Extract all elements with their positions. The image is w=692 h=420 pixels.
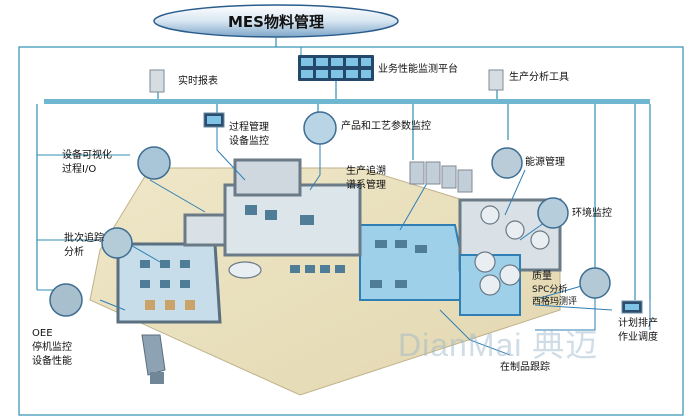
label-equipment-monitor: 设备监控 xyxy=(229,136,269,147)
trace-cabinets xyxy=(409,161,473,193)
room-top-left xyxy=(183,213,227,247)
label-downtime-monitor: 停机监控 xyxy=(32,342,72,353)
watermark: DianMai 典迈 xyxy=(398,327,599,363)
photo-quality xyxy=(579,267,611,299)
label-realtime-report: 实时报表 xyxy=(178,76,218,87)
photo-environment xyxy=(537,197,569,229)
label-process-io: 过程I/O xyxy=(62,164,97,175)
label-plan-scheduling: 计划排产 xyxy=(618,318,658,329)
room-quality xyxy=(359,224,472,301)
label-genealogy-management: 谱系管理 xyxy=(346,180,386,191)
label-business-monitor: 业务性能监测平台 xyxy=(378,64,458,75)
outer-frame xyxy=(18,46,684,416)
label-six-sigma: 西格玛测评 xyxy=(532,297,578,307)
network-bus xyxy=(44,99,650,104)
equipment-group xyxy=(140,205,427,288)
label-work-dispatch: 作业调度 xyxy=(618,332,658,343)
monitor-wall-icon xyxy=(298,55,374,81)
label-batch-trace: 批次追踪 xyxy=(64,233,104,244)
label-quality: 质量 xyxy=(532,271,552,282)
crates-group xyxy=(145,300,195,310)
room-top xyxy=(233,158,302,197)
label-product-process-params: 产品和工艺参数监控 xyxy=(341,121,431,132)
truck xyxy=(141,334,166,376)
label-production-analysis: 生产分析工具 xyxy=(509,72,569,83)
label-oee: OEE xyxy=(32,328,53,339)
label-spc-analysis: SPC分析 xyxy=(532,285,568,295)
server-icon xyxy=(149,69,504,93)
label-environment-monitor: 环境监控 xyxy=(572,208,612,219)
photo-product-params xyxy=(303,111,337,145)
photo-icons xyxy=(49,111,611,317)
photo-batch-trace xyxy=(101,227,133,259)
label-wip-tracking: 在制品跟踪 xyxy=(500,362,550,373)
label-production-trace: 生产追溯 xyxy=(346,166,386,177)
label-equipment-visual: 设备可视化 xyxy=(62,150,112,161)
label-process-management: 过程管理 xyxy=(229,122,269,133)
photo-oee xyxy=(49,283,83,317)
page-title: MES物料管理 xyxy=(228,12,324,31)
photo-equipment-visual xyxy=(137,146,171,180)
label-energy-management: 能源管理 xyxy=(525,157,565,168)
photo-energy xyxy=(491,147,523,179)
label-equipment-performance: 设备性能 xyxy=(32,356,72,367)
tanks-group xyxy=(228,205,550,296)
label-analysis: 分析 xyxy=(64,247,84,258)
